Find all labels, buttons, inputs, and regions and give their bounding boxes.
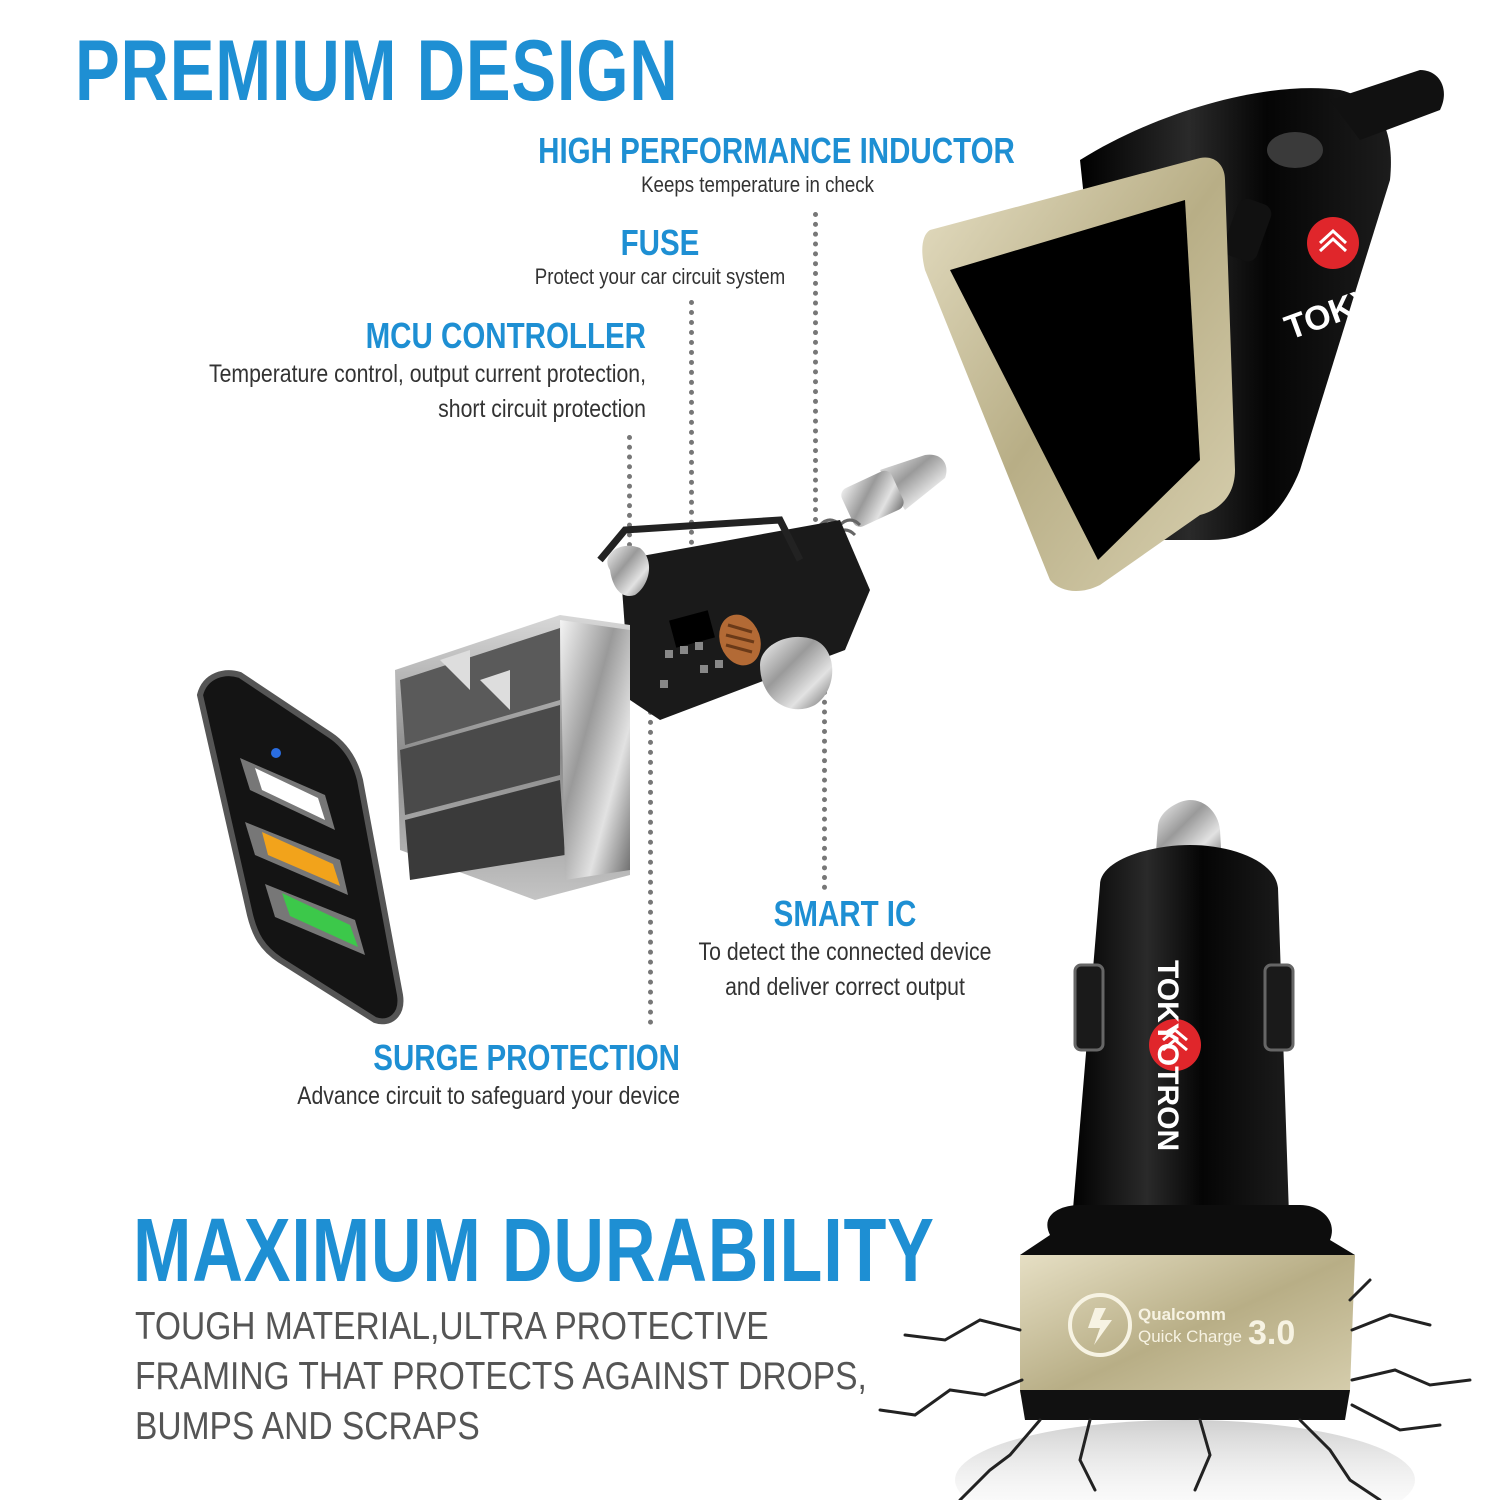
feature-surge: SURGE PROTECTION Advance circuit to safe…: [180, 1037, 680, 1114]
leader-smart-ic: [822, 690, 827, 890]
feature-surge-title: SURGE PROTECTION: [373, 1037, 680, 1078]
feature-inductor-desc: Keeps temperature in check: [641, 172, 874, 197]
durability-line-2: FRAMING THAT PROTECTS AGAINST DROPS,: [135, 1355, 867, 1398]
feature-smart-ic-desc-2: and deliver correct output: [725, 973, 965, 1001]
durability-line-1: TOUGH MATERIAL,ULTRA PROTECTIVE: [135, 1305, 769, 1348]
charger-brand-text: TOKYOTRON: [1151, 960, 1184, 1151]
charger-shell: TOKYOTRON: [922, 70, 1496, 592]
feature-inductor: HIGH PERFORMANCE INDUCTOR Keeps temperat…: [490, 130, 1025, 198]
durability-line-3: BUMPS AND SCRAPS: [135, 1405, 480, 1448]
feature-smart-ic-title: SMART IC: [773, 893, 917, 934]
feature-fuse: FUSE Protect your car circuit system: [500, 222, 820, 290]
qc-badge-line1: Qualcomm: [1138, 1305, 1226, 1324]
qc-badge-line2: Quick Charge: [1138, 1327, 1242, 1346]
feature-smart-ic: SMART IC To detect the connected device …: [640, 893, 1050, 1005]
feature-mcu-desc-1: Temperature control, output current prot…: [208, 360, 646, 388]
charger-front-view: TOKYOTRON Qualcomm Quick Charge 3.0: [955, 800, 1415, 1500]
qc-badge-version: 3.0: [1248, 1314, 1295, 1352]
feature-smart-ic-desc-1: To detect the connected device: [698, 938, 992, 966]
feature-mcu-desc-2: short circuit protection: [438, 395, 646, 423]
leader-inductor: [813, 212, 818, 542]
feature-fuse-desc: Protect your car circuit system: [534, 264, 786, 289]
feature-fuse-title: FUSE: [620, 222, 700, 263]
feature-surge-desc: Advance circuit to safeguard your device: [297, 1082, 680, 1110]
leader-fuse: [689, 300, 694, 555]
leader-surge: [648, 620, 653, 1025]
headline-premium-design: PREMIUM DESIGN: [75, 23, 679, 119]
feature-inductor-title: HIGH PERFORMANCE INDUCTOR: [538, 130, 1015, 171]
ground-cracks: [878, 1278, 1472, 1500]
feature-mcu-title: MCU CONTROLLER: [365, 315, 646, 356]
leader-mcu: [627, 435, 632, 635]
durability-description: TOUGH MATERIAL,ULTRA PROTECTIVE FRAMING …: [135, 1302, 986, 1452]
usb-port-stack: [395, 615, 630, 900]
headline-maximum-durability: MAXIMUM DURABILITY: [133, 1201, 935, 1301]
front-faceplate: [196, 670, 404, 1025]
feature-mcu: MCU CONTROLLER Temperature control, outp…: [60, 315, 646, 427]
circuit-board: [597, 516, 870, 720]
